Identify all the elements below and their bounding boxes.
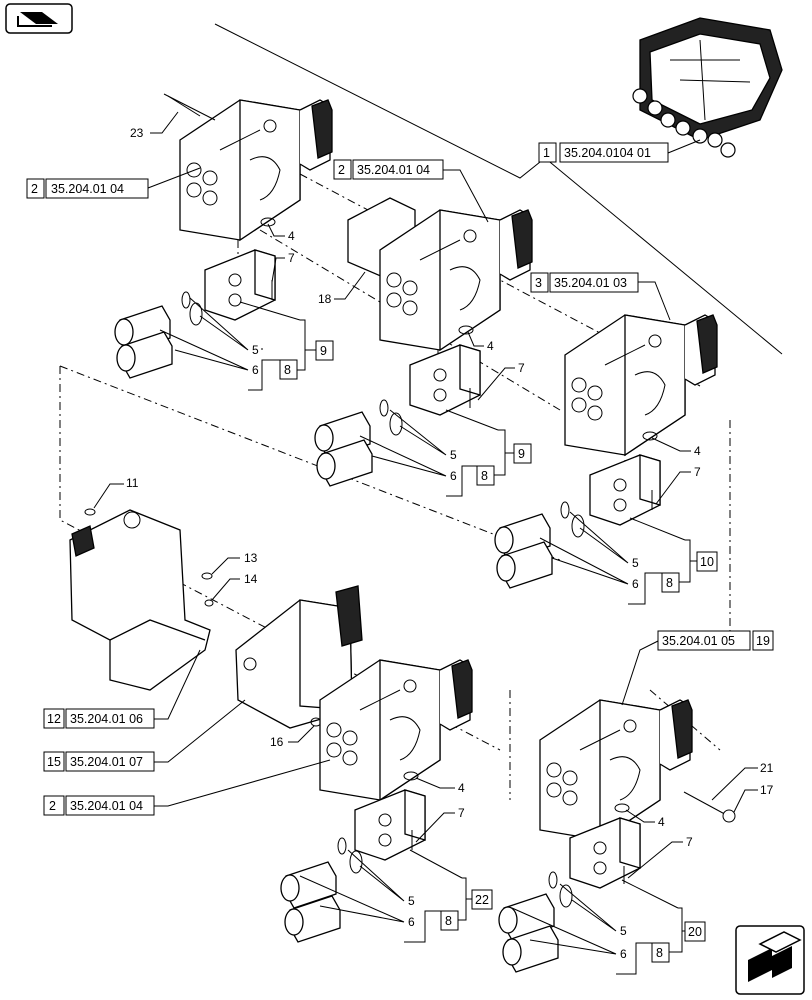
valve-section-1 — [114, 93, 333, 379]
svg-text:6: 6 — [408, 915, 415, 929]
svg-text:7: 7 — [694, 465, 701, 479]
svg-text:10: 10 — [700, 555, 714, 569]
svg-text:6: 6 — [450, 469, 457, 483]
ref-num: 2 — [338, 163, 345, 177]
svg-text:20: 20 — [688, 925, 702, 939]
inlet-section — [69, 508, 214, 691]
callout-14: 14 — [211, 572, 258, 601]
svg-text:17: 17 — [760, 783, 774, 797]
callout-23: 23 — [130, 111, 179, 140]
callout-group-2: 4 7 5 6 8 9 — [359, 331, 532, 497]
ref-box-2-bottom[interactable]: 2 35.204.01 04 — [43, 759, 331, 816]
ref-num: 2 — [49, 799, 56, 813]
callout-13: 13 — [211, 551, 258, 575]
ref-box-12[interactable]: 12 35.204.01 06 — [43, 649, 201, 729]
ref-num: 1 — [543, 146, 550, 160]
ref-code: 35.204.01 04 — [70, 799, 143, 813]
book-arrow-icon[interactable] — [5, 3, 73, 34]
svg-text:5: 5 — [450, 448, 457, 462]
svg-text:5: 5 — [252, 343, 259, 357]
ref-num: 2 — [31, 182, 38, 196]
svg-text:11: 11 — [126, 476, 139, 490]
callout-21: 21 — [711, 761, 774, 801]
callout-group-5: 4 7 5 6 8 20 — [511, 809, 706, 975]
ref-num: 12 — [47, 712, 61, 726]
ref-num: 15 — [47, 755, 61, 769]
svg-text:5: 5 — [408, 894, 415, 908]
ref-box-2-top-middle[interactable]: 2 35.204.01 04 — [333, 159, 489, 223]
svg-text:4: 4 — [694, 444, 701, 458]
ref-num: 3 — [535, 276, 542, 290]
svg-text:9: 9 — [320, 344, 327, 358]
callout-11: 11 — [93, 476, 139, 509]
assembled-valve-block — [632, 17, 783, 158]
ref-box-1[interactable]: 1 35.204.0104 01 — [538, 139, 701, 163]
svg-text:4: 4 — [658, 815, 665, 829]
svg-text:16: 16 — [270, 735, 284, 749]
callout-group-1: 4 7 5 6 8 9 — [159, 223, 334, 391]
ref-box-2-top-left[interactable]: 2 35.204.01 04 — [26, 167, 201, 199]
ref-code: 35.204.01 03 — [554, 276, 627, 290]
svg-text:8: 8 — [666, 576, 673, 590]
svg-text:7: 7 — [686, 835, 693, 849]
valve-section-3 — [494, 314, 718, 589]
ref-box-15[interactable]: 15 35.204.01 07 — [43, 699, 246, 772]
svg-text:9: 9 — [518, 447, 525, 461]
end-section — [235, 585, 363, 729]
valve-section-2 — [314, 197, 533, 487]
svg-text:5: 5 — [620, 924, 627, 938]
callout-17: 17 — [733, 783, 774, 813]
svg-text:8: 8 — [481, 469, 488, 483]
svg-text:7: 7 — [288, 251, 295, 265]
svg-text:6: 6 — [620, 947, 627, 961]
ref-code: 35.204.0104 01 — [564, 146, 651, 160]
ref-box-3[interactable]: 3 35.204.01 03 — [530, 272, 671, 321]
svg-text:6: 6 — [252, 363, 259, 377]
svg-text:4: 4 — [487, 339, 494, 353]
callout-group-3: 4 7 5 6 8 10 — [539, 437, 718, 605]
callout-group-4: 4 7 5 6 8 22 — [299, 777, 493, 943]
ref-code: 35.204.01 04 — [51, 182, 124, 196]
callout-18: 18 — [318, 271, 366, 306]
svg-text:14: 14 — [244, 572, 258, 586]
svg-text:8: 8 — [656, 946, 663, 960]
svg-text:4: 4 — [458, 781, 465, 795]
svg-text:22: 22 — [475, 893, 489, 907]
valve-section-4 — [280, 659, 473, 943]
ref-code: 35.204.01 05 — [662, 634, 735, 648]
callout-16: 16 — [270, 725, 315, 749]
svg-text:7: 7 — [458, 806, 465, 820]
valve-section-5 — [498, 699, 736, 973]
svg-text:23: 23 — [130, 126, 144, 140]
svg-text:5: 5 — [632, 556, 639, 570]
ref-code: 35.204.01 04 — [357, 163, 430, 177]
ref-num: 19 — [756, 634, 770, 648]
svg-text:18: 18 — [318, 292, 332, 306]
svg-text:4: 4 — [288, 229, 295, 243]
svg-text:8: 8 — [445, 914, 452, 928]
svg-text:13: 13 — [244, 551, 258, 565]
svg-text:6: 6 — [632, 577, 639, 591]
next-page-arrow-icon[interactable] — [735, 925, 805, 995]
ref-code: 35.204.01 07 — [70, 755, 143, 769]
svg-text:8: 8 — [284, 363, 291, 377]
ref-code: 35.204.01 06 — [70, 712, 143, 726]
svg-text:7: 7 — [518, 361, 525, 375]
svg-text:21: 21 — [760, 761, 774, 775]
ref-box-19[interactable]: 35.204.01 05 19 — [621, 630, 774, 706]
